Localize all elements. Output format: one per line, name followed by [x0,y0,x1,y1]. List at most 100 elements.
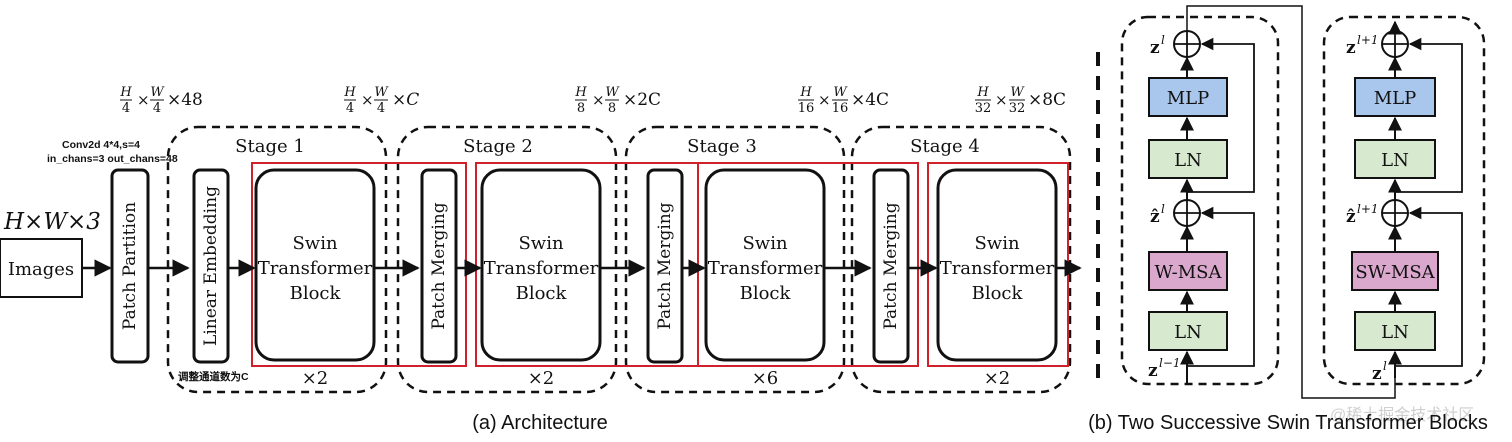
svg-text:Block: Block [740,283,792,304]
svg-text:W: W [374,85,389,100]
svg-text:Block: Block [516,283,568,304]
patch-partition-block: Patch Partition [110,168,150,364]
svg-text:32: 32 [975,101,992,116]
svg-text:4: 4 [153,101,161,116]
z-out-label-2: z [1346,38,1356,58]
svg-text:MLP: MLP [1374,88,1417,109]
svg-text:×: × [137,91,150,109]
svg-text:Patch Merging: Patch Merging [881,202,901,329]
watermark-text: @稀土掘金技术社区 [1330,406,1474,424]
svg-text:×: × [995,91,1008,109]
svg-text:Transformer: Transformer [258,258,373,279]
svg-text:H: H [574,85,587,100]
images-label: Images [8,259,74,280]
svg-text:×: × [361,91,374,109]
svg-text:Swin: Swin [292,233,337,254]
stage1-boundary [166,125,388,394]
swmsa-box [1351,251,1439,291]
svg-text:Transformer: Transformer [940,258,1055,279]
stage1-note: 调整通道数为C [178,370,249,383]
svg-text:Swin: Swin [518,233,563,254]
conv-note-line2: in_chans=3 out_chans=48 [47,153,178,165]
svg-text:×2C: ×2C [623,90,661,110]
svg-text:×8C: ×8C [1028,90,1066,110]
stage4-boundary [850,125,1072,394]
stage4-title: Stage 4 [910,136,980,157]
svg-text:Block: Block [972,283,1024,304]
caption-blocks: (b) Two Successive Swin Transformer Bloc… [1088,412,1488,434]
svg-text:×C: ×C [392,90,419,110]
svg-text:l: l [1161,202,1165,216]
swin-block-stage1: Swin Transformer Block [254,168,376,362]
svg-text:l: l [1161,33,1165,47]
stage1-title: Stage 1 [235,136,305,157]
svg-text:l+1: l+1 [1357,202,1379,216]
svg-text:Swin: Swin [742,233,787,254]
linear-embedding-block: Linear Embedding [192,168,230,364]
caption-architecture: (a) Architecture [472,412,608,434]
z-hat-label-1: ẑ [1150,207,1160,227]
z-out-label-1: z [1150,38,1160,58]
z-hat-label-2: ẑ [1346,207,1356,227]
svg-text:H: H [799,85,812,100]
stage2-repeat: ×2 [528,368,555,389]
svg-text:Patch Merging: Patch Merging [655,202,675,329]
linear-embedding-label: Linear Embedding [201,186,221,346]
svg-text:4: 4 [377,101,385,116]
ln-top-2 [1354,139,1436,179]
svg-text:SW-MSA: SW-MSA [1355,262,1435,283]
z-in-label-2: z [1372,364,1382,384]
patch-partition-label: Patch Partition [120,202,140,330]
swin-block-wmsa: LN W-MSA LN MLP z l ẑ l z l−1 [1120,15,1280,386]
svg-text:LN: LN [1174,322,1202,343]
dims-stage3: H 16 × W 16 ×4C [798,85,889,116]
block-connector-line [1186,5,1396,399]
swin-block-stage2: Swin Transformer Block [480,168,602,362]
swin-block-swmsa: LN SW-MSA LN MLP z l+1 ẑ l+1 z l [1322,15,1486,386]
stage3-repeat: ×6 [752,368,779,389]
dims-stage2: H 8 × W 8 ×2C [574,85,661,116]
dims-stage1: H 4 × W 4 ×C [343,85,419,116]
svg-text:16: 16 [832,101,849,116]
svg-text:Block: Block [290,283,342,304]
svg-text:×48: ×48 [167,90,203,110]
patch-merging-stage2: Patch Merging [420,168,458,364]
svg-text:W-MSA: W-MSA [1154,262,1222,283]
swin-block-stage3: Swin Transformer Block [704,168,826,362]
stage4-repeat: ×2 [984,368,1011,389]
svg-text:Swin: Swin [974,233,1019,254]
svg-text:l−1: l−1 [1159,356,1181,370]
svg-text:16: 16 [798,101,815,116]
dims-stage4: H 32 × W 32 ×8C [975,85,1066,116]
patch-merging-stage4: Patch Merging [872,168,910,364]
mlp-box-2 [1354,77,1436,117]
input-size-label: H×W×3 [3,209,101,235]
stage3-boundary [624,125,846,394]
svg-text:W: W [1010,85,1025,100]
conv-note-line1: Conv2d 4*4,s=4 [62,139,140,151]
z-in-label-1: z [1148,361,1158,381]
svg-text:W: W [605,85,620,100]
images-box: Images [0,238,83,298]
svg-text:LN: LN [1381,322,1409,343]
svg-text:H: H [343,85,356,100]
patch-merging-stage3: Patch Merging [646,168,684,364]
svg-text:LN: LN [1174,150,1202,171]
svg-text:8: 8 [608,101,616,116]
svg-text:l+1: l+1 [1357,33,1379,47]
svg-text:8: 8 [577,101,585,116]
svg-text:H: H [119,85,132,100]
stage3-title: Stage 3 [687,136,757,157]
svg-text:l: l [1383,359,1387,373]
stage2-boundary [396,125,618,394]
svg-text:4: 4 [346,101,354,116]
svg-text:×: × [592,91,605,109]
stage2-title: Stage 2 [463,136,533,157]
svg-text:4: 4 [122,101,130,116]
svg-text:H: H [976,85,989,100]
svg-text:×: × [818,91,831,109]
dims-partition: H 4 × W 4 ×48 [119,85,203,116]
svg-text:×4C: ×4C [851,90,889,110]
ln-top-1 [1148,139,1228,179]
svg-text:LN: LN [1381,150,1409,171]
